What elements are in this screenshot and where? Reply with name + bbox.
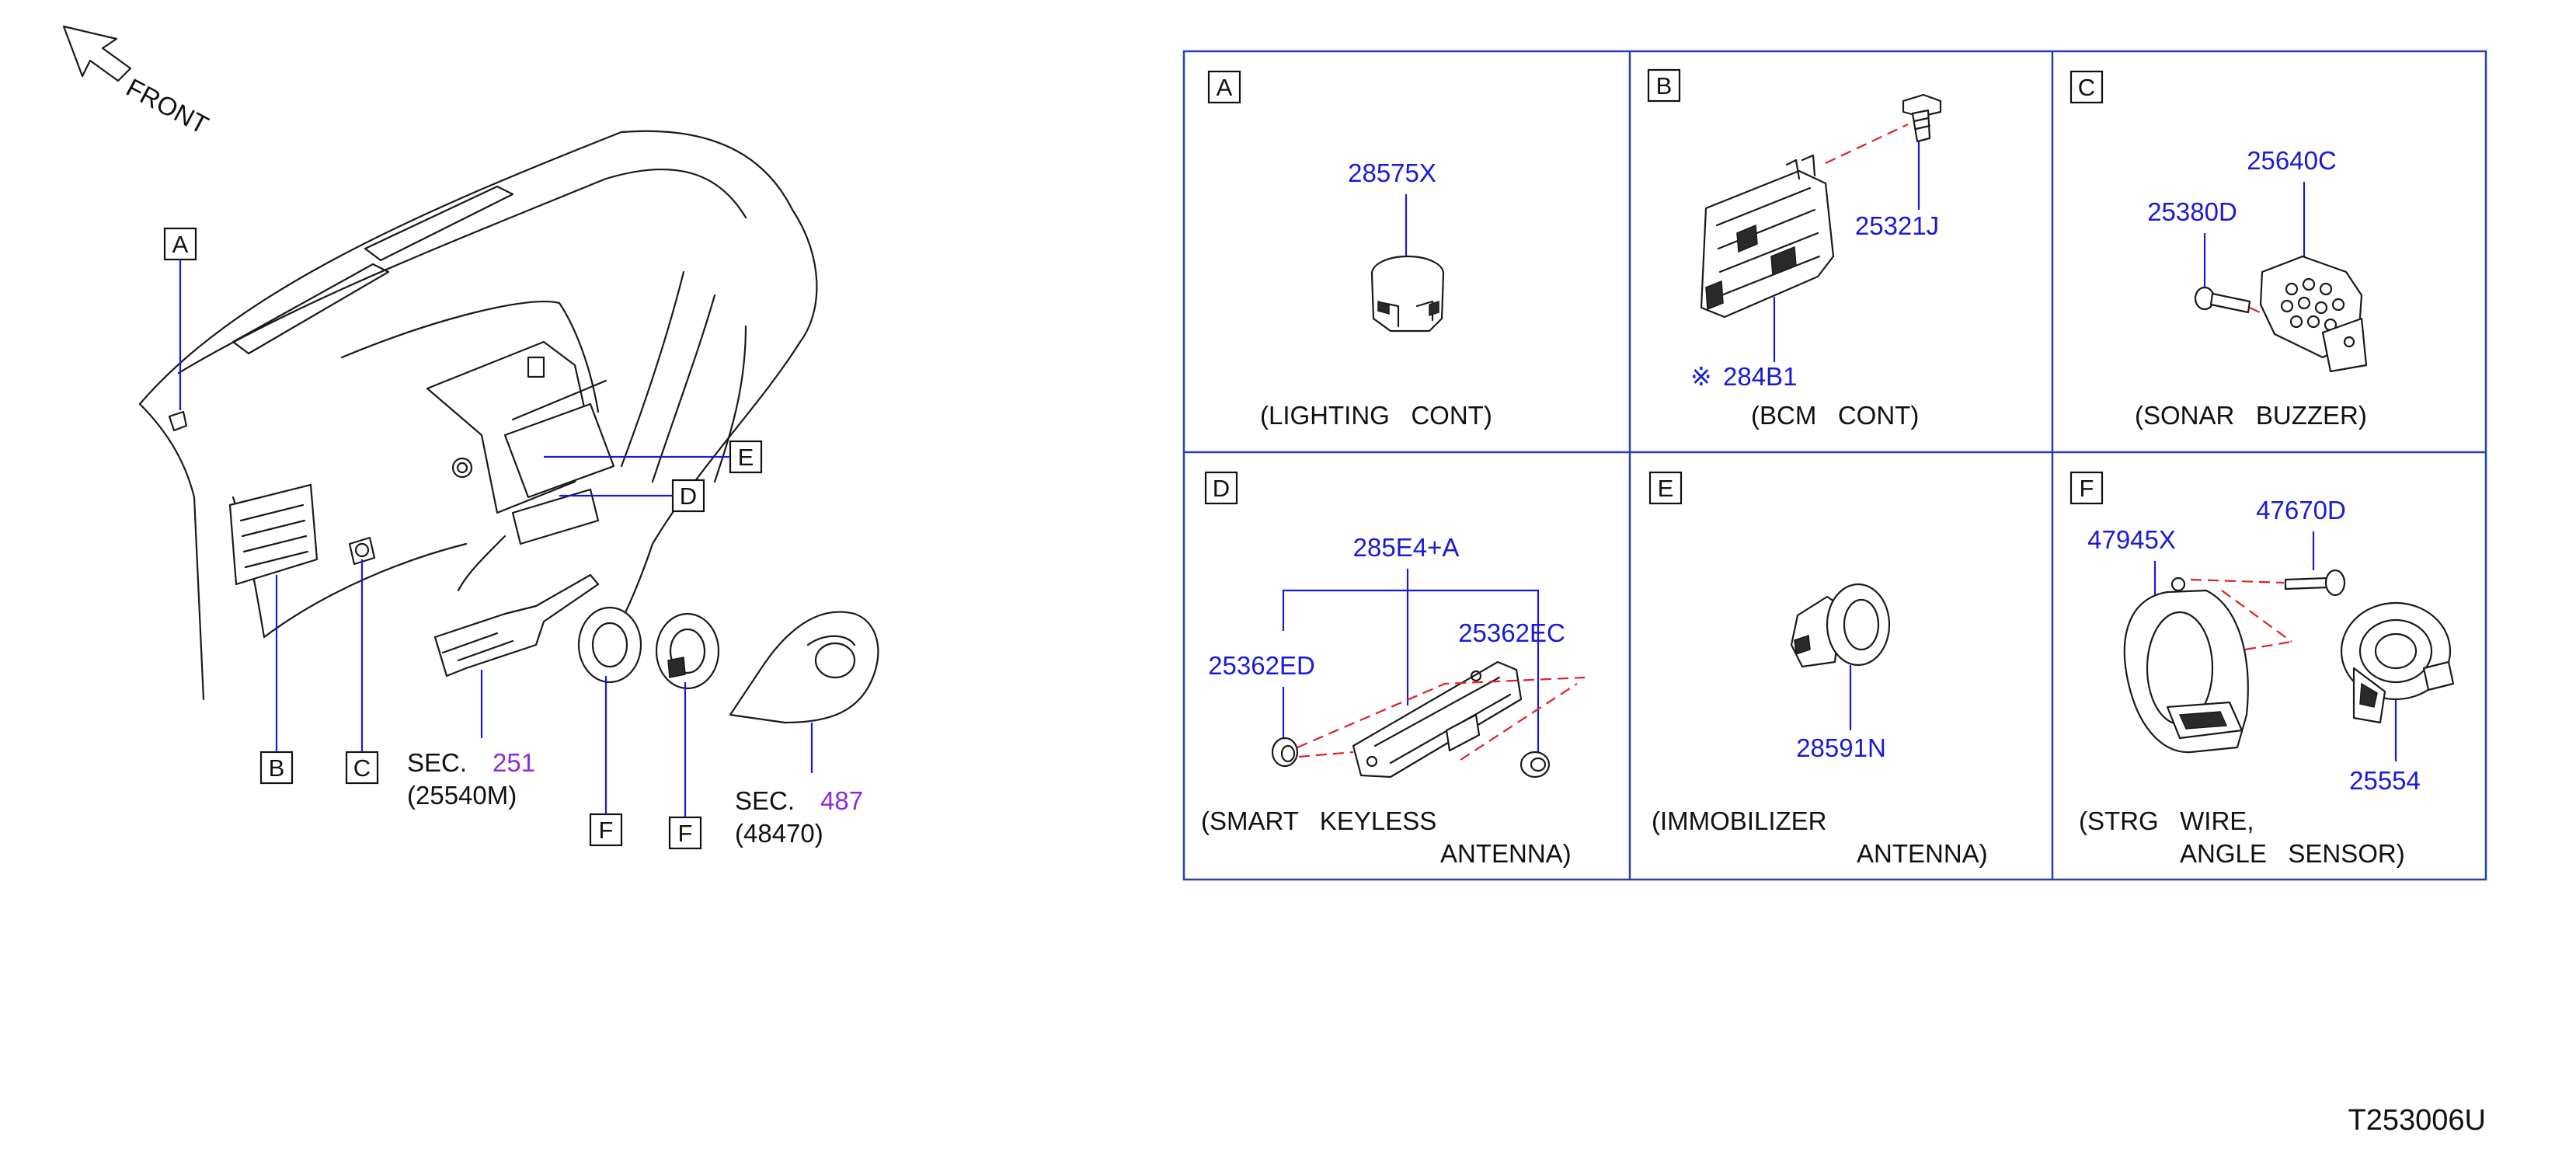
callout-f1: F: [599, 817, 614, 844]
part-25554: 25554: [2349, 766, 2421, 795]
callout-c: C: [353, 754, 371, 782]
part-25321j: 25321J: [1855, 211, 1939, 240]
panel-e-caption-2: ANTENNA): [1857, 839, 1988, 868]
panel-d: D 285E4+A 25362ED 25362EC (SMART KEYLESS…: [1201, 471, 1586, 868]
sec-487-part: (48470): [735, 819, 823, 848]
panel-f-caption-1: (STRG WIRE,: [2079, 806, 2254, 835]
overview-callouts: A B C D E F F: [163, 227, 813, 850]
callout-e: E: [738, 444, 754, 471]
lighting-switch-part: [1370, 255, 1445, 333]
panel-e-letter: E: [1658, 475, 1674, 502]
front-arrow: FRONT: [62, 25, 214, 140]
sec-251-number: 251: [493, 748, 535, 777]
part-25362ed: 25362ED: [1208, 651, 1315, 680]
panel-a: A 28575X (LIGHTING CONT): [1207, 70, 1492, 430]
panel-d-caption-1: (SMART KEYLESS: [1201, 806, 1436, 835]
dashboard-illustration: [138, 130, 879, 724]
panel-b: B 25321J ※ 284B1 (BCM CONT): [1647, 68, 1942, 430]
part-25640c: 25640C: [2247, 146, 2337, 175]
grommet-25362ec-part: [1519, 751, 1551, 779]
panel-c: C 25640C 25380D (SONAR BUZZER): [2070, 70, 2368, 430]
panel-f-letter: F: [2080, 475, 2094, 502]
immobilizer-antenna-part: [1790, 583, 1891, 668]
panel-e-caption-1: (IMMOBILIZER: [1652, 806, 1827, 835]
sec-251-label: SEC.: [407, 748, 467, 777]
panel-d-caption-2: ANTENNA): [1440, 839, 1572, 868]
front-label: FRONT: [122, 73, 214, 140]
panel-f: F 47670D 47945X 25554 (STRG WIRE, ANG: [2070, 471, 2455, 868]
part-25362ec: 25362EC: [1458, 618, 1565, 647]
panel-c-letter: C: [2078, 74, 2095, 101]
grommet-25362ed-part: [1271, 737, 1299, 768]
bolt-25321j-part: [1902, 93, 1942, 143]
part-25380d: 25380D: [2147, 197, 2237, 226]
smart-antenna-part: [1352, 660, 1523, 779]
part-47945x: 47945X: [2087, 525, 2176, 554]
panel-d-letter: D: [1213, 475, 1230, 502]
panel-a-letter: A: [1217, 74, 1233, 101]
part-285e4a: 285E4+A: [1353, 533, 1460, 562]
part-28591n: 28591N: [1796, 733, 1886, 762]
callout-a: A: [172, 231, 189, 258]
screw-47670d-part: [2284, 569, 2346, 597]
callout-d: D: [680, 482, 697, 510]
sec-487-label: SEC.: [735, 786, 795, 815]
callout-b: B: [269, 754, 285, 782]
steering-wire-part: [2123, 576, 2249, 754]
bcm-control-part: [1700, 154, 1835, 319]
callout-f2: F: [678, 820, 693, 847]
panel-b-letter: B: [1656, 72, 1673, 99]
panel-f-caption-2: ANGLE SENSOR): [2180, 839, 2405, 868]
angle-sensor-part: [2340, 601, 2455, 724]
panel-c-caption: (SONAR BUZZER): [2135, 401, 2367, 430]
panel-e: E 28591N (IMMOBILIZER ANTENNA): [1648, 471, 1988, 868]
sec-251-part: (25540M): [407, 781, 517, 810]
screw-25380d-part: [2194, 286, 2251, 314]
part-47670d: 47670D: [2256, 496, 2346, 524]
panel-a-caption: (LIGHTING CONT): [1260, 401, 1492, 430]
detail-grid: [1182, 50, 2487, 881]
sec-251-reference: SEC. 251 (25540M): [407, 748, 535, 810]
panel-b-caption: (BCM CONT): [1751, 401, 1919, 430]
sec-487-number: 487: [820, 786, 863, 815]
sonar-buzzer-part: [2259, 255, 2368, 373]
diagram-code: T253006U: [2348, 1104, 2486, 1137]
part-28575x: 28575X: [1348, 158, 1436, 187]
symbol-284b1: ※: [1690, 362, 1712, 391]
part-284b1: 284B1: [1723, 362, 1797, 391]
sec-487-reference: SEC. 487 (48470): [735, 786, 863, 848]
